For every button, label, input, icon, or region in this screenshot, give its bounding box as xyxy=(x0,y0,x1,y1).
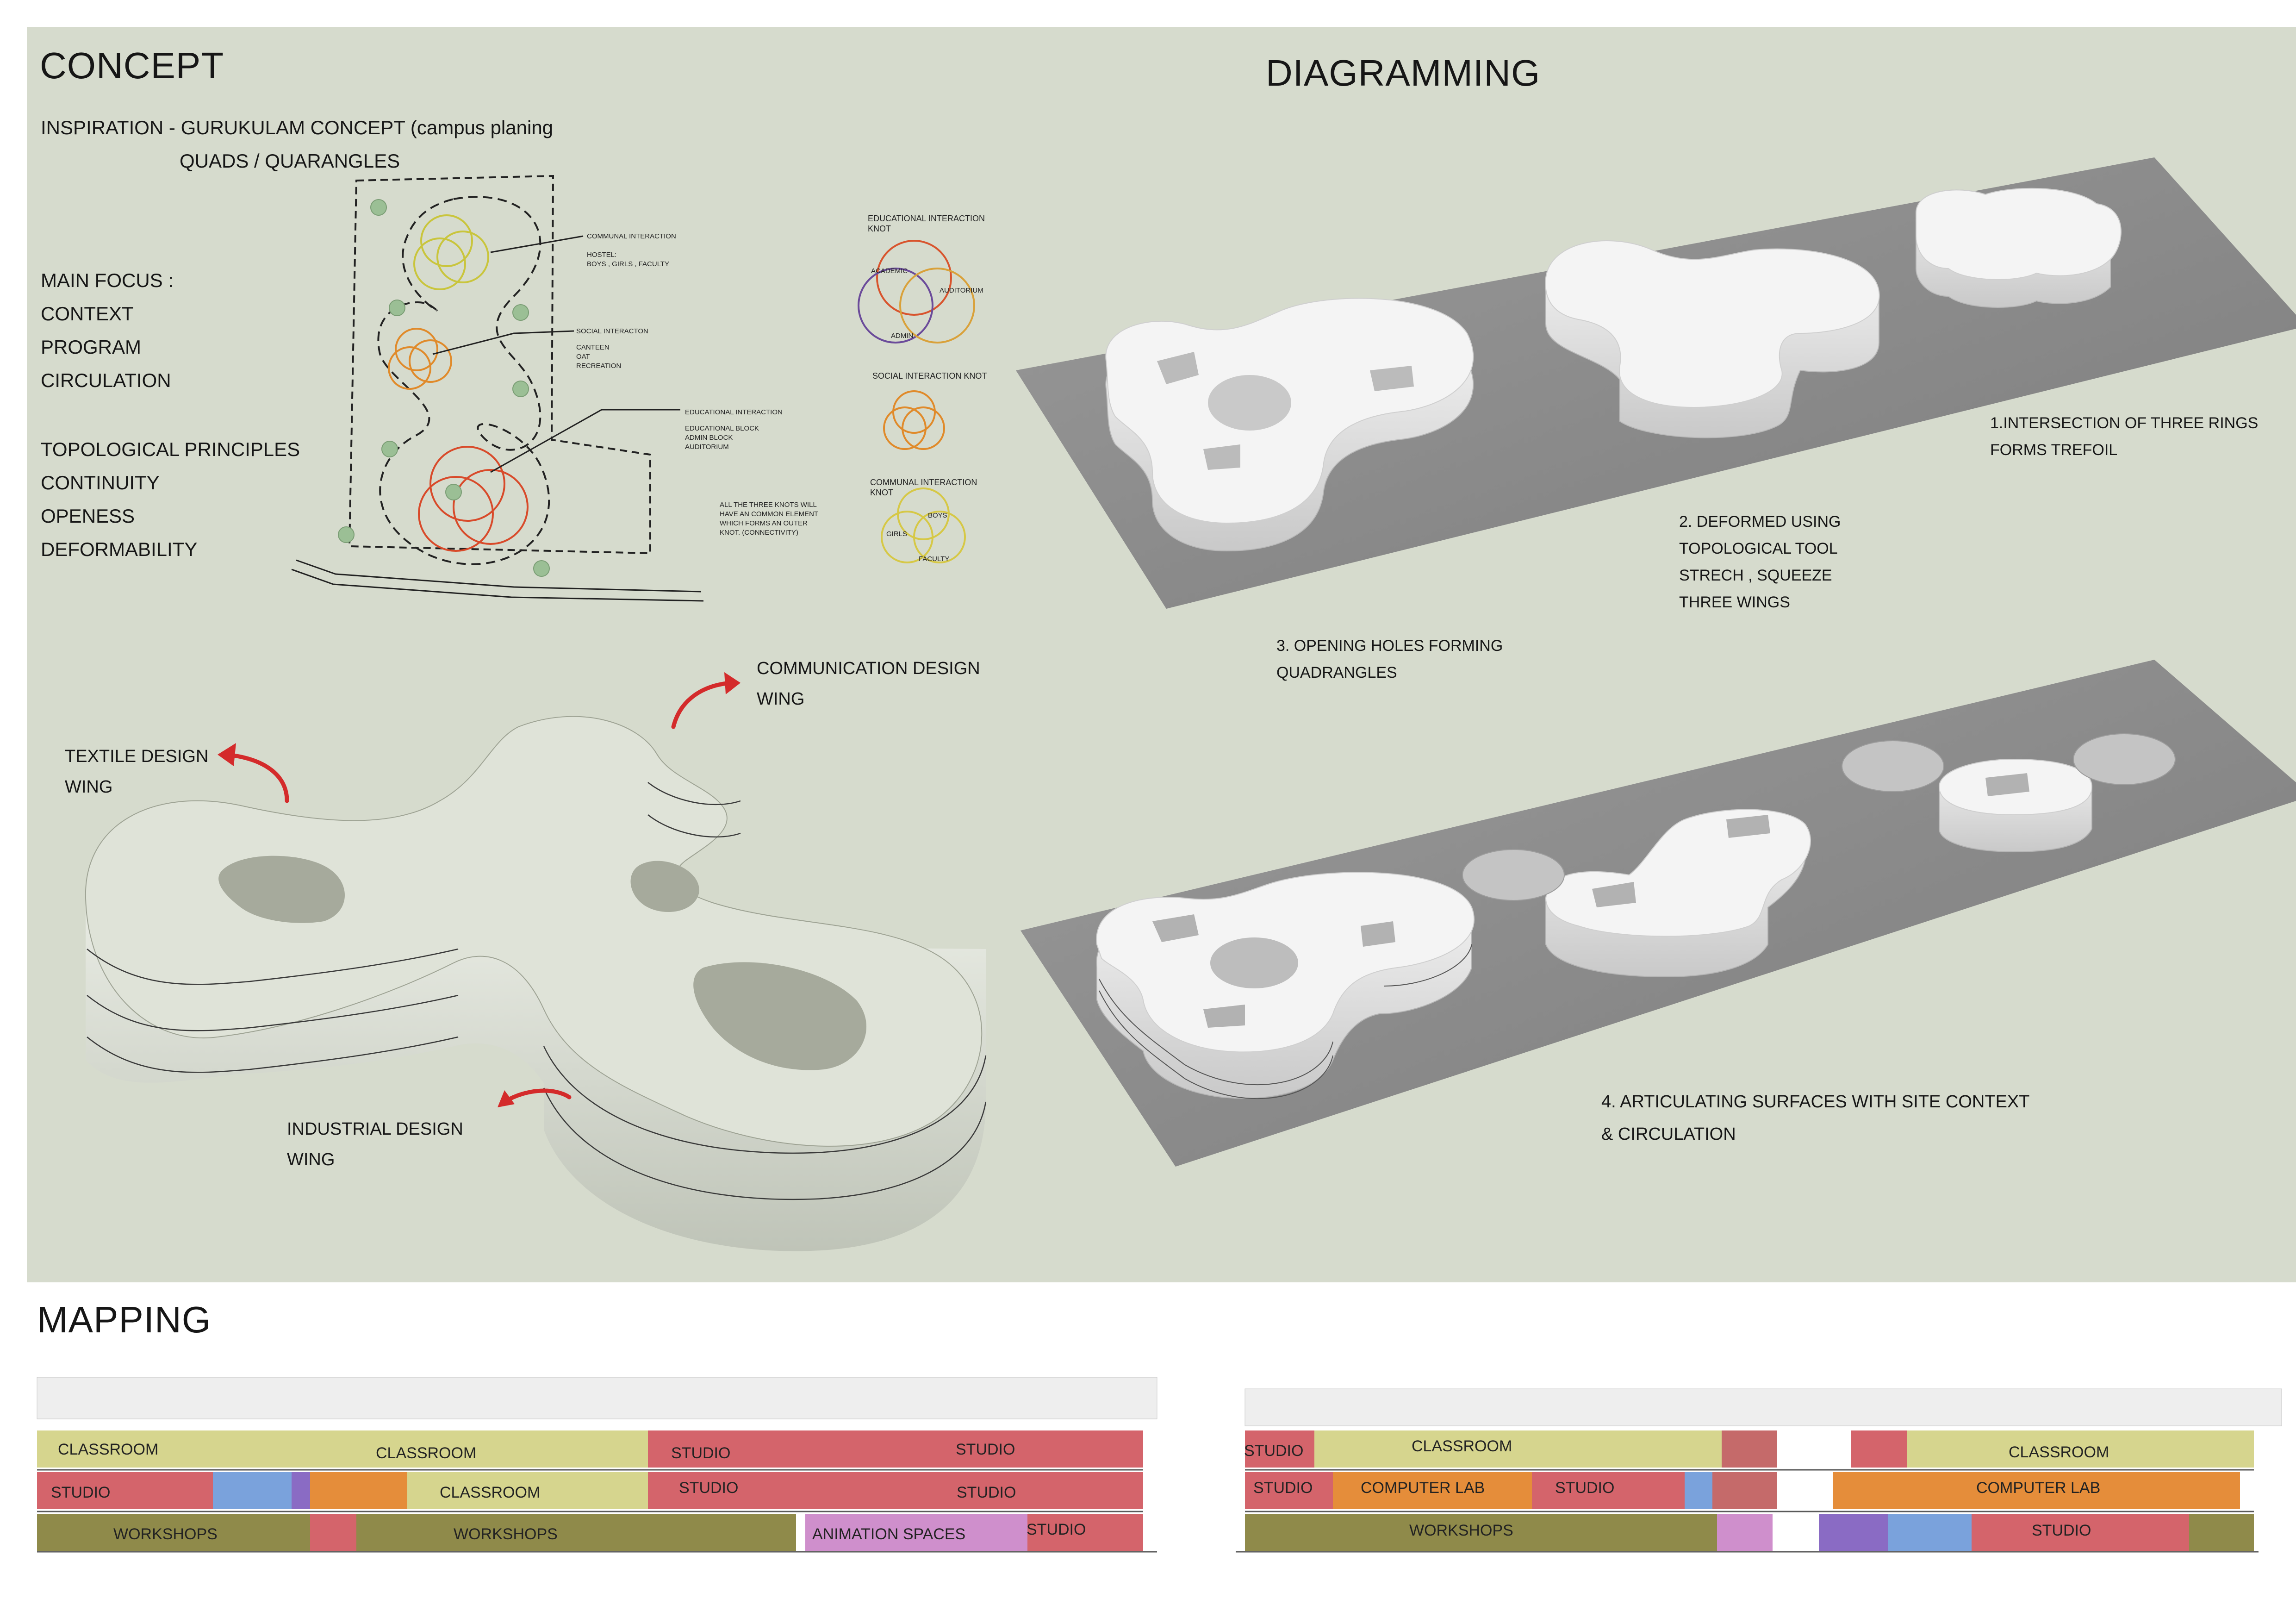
svg-text:ALL THE THREE KNOTS WILL: ALL THE THREE KNOTS WILL xyxy=(720,501,817,509)
svg-text:STUDIO: STUDIO xyxy=(1027,1521,1086,1538)
step-2-caption: 2. DEFORMED USING TOPOLOGICAL TOOL STREC… xyxy=(1679,508,1841,616)
svg-text:RECREATION: RECREATION xyxy=(576,362,621,370)
svg-text:AUDITORIUM: AUDITORIUM xyxy=(685,443,729,451)
svg-text:ADMIN BLOCK: ADMIN BLOCK xyxy=(685,434,733,442)
step-text: TOPOLOGICAL TOOL xyxy=(1679,540,1838,557)
svg-text:STUDIO: STUDIO xyxy=(1555,1479,1614,1497)
wing-label-line: WING xyxy=(287,1150,335,1169)
svg-text:EDUCATIONAL BLOCK: EDUCATIONAL BLOCK xyxy=(685,425,759,432)
svg-text:ACADEMIC: ACADEMIC xyxy=(871,267,908,275)
svg-text:ADMIN: ADMIN xyxy=(891,332,913,340)
svg-text:EDUCATIONAL INTERACTION: EDUCATIONAL INTERACTION xyxy=(685,408,783,416)
principles-list: TOPOLOGICAL PRINCIPLES CONTINUITY OPENES… xyxy=(41,433,300,566)
diagram-plate-bottom xyxy=(1020,660,2296,1167)
wing-label-line: WING xyxy=(757,689,805,709)
svg-text:EDUCATIONAL INTERACTION: EDUCATIONAL INTERACTION xyxy=(868,214,985,223)
diagram-plate-top xyxy=(1016,157,2296,609)
step-3-caption: 3. OPENING HOLES FORMING QUADRANGLES xyxy=(1276,632,1503,686)
svg-text:WHICH FORMS AN OUTER: WHICH FORMS AN OUTER xyxy=(720,519,808,527)
svg-text:KNOT: KNOT xyxy=(870,488,893,497)
svg-text:HOSTEL:: HOSTEL: xyxy=(587,251,616,259)
wing-label-line: COMMUNICATION DESIGN xyxy=(757,659,980,678)
principles-heading: TOPOLOGICAL PRINCIPLES xyxy=(41,438,300,460)
svg-text:COMMUNAL INTERACTION: COMMUNAL INTERACTION xyxy=(587,232,676,240)
wing-label-line: WING xyxy=(65,777,113,797)
focus-item: CIRCULATION xyxy=(41,369,171,391)
inspiration-text: INSPIRATION - GURUKULAM CONCEPT (campus … xyxy=(41,117,554,138)
svg-text:FACULTY: FACULTY xyxy=(919,555,949,563)
svg-text:STUDIO: STUDIO xyxy=(957,1484,1016,1501)
svg-text:OAT: OAT xyxy=(576,353,590,361)
focus-item: PROGRAM xyxy=(41,336,142,358)
svg-text:HAVE AN COMMON ELEMENT: HAVE AN COMMON ELEMENT xyxy=(720,510,818,518)
svg-text:CLASSROOM: CLASSROOM xyxy=(58,1441,158,1458)
principle-item: DEFORMABILITY xyxy=(41,538,198,560)
step-text: QUADRANGLES xyxy=(1276,664,1397,681)
step-text: STRECH , SQUEEZE xyxy=(1679,567,1832,584)
svg-text:STUDIO: STUDIO xyxy=(51,1484,110,1501)
step-4-caption: 4. ARTICULATING SURFACES WITH SITE CONTE… xyxy=(1601,1086,2030,1150)
industrial-wing-label: INDUSTRIAL DESIGN WING xyxy=(287,1116,463,1173)
svg-text:CLASSROOM: CLASSROOM xyxy=(440,1484,540,1501)
mapping-left-labels: CLASSROOM CLASSROOM STUDIO STUDIO STUDIO… xyxy=(51,1441,1086,1543)
knot-diagrams xyxy=(858,240,975,563)
focus-item: CONTEXT xyxy=(41,303,134,325)
svg-text:KNOT: KNOT xyxy=(868,224,891,233)
main-focus-heading: MAIN FOCUS : xyxy=(41,269,174,291)
svg-text:WORKSHOPS: WORKSHOPS xyxy=(113,1525,218,1543)
svg-text:STUDIO: STUDIO xyxy=(671,1444,730,1462)
step-text: THREE WINGS xyxy=(1679,593,1790,611)
svg-text:BOYS: BOYS xyxy=(928,512,947,519)
svg-text:CANTEEN: CANTEEN xyxy=(576,344,610,351)
diagramming-title: DIAGRAMMING xyxy=(1266,52,1541,94)
principle-item: OPENESS xyxy=(41,505,135,527)
svg-text:COMPUTER LAB: COMPUTER LAB xyxy=(1976,1479,2100,1497)
mapping-left-section xyxy=(37,1377,1157,1553)
step-1-caption: 1.INTERSECTION OF THREE RINGS FORMS TREF… xyxy=(1990,410,2258,463)
knot-labels: EDUCATIONAL INTERACTION KNOT ACADEMIC AU… xyxy=(868,214,987,563)
svg-text:CLASSROOM: CLASSROOM xyxy=(1412,1437,1512,1455)
mapping-right-labels: STUDIO CLASSROOM CLASSROOM STUDIO COMPUT… xyxy=(1244,1437,2109,1539)
step-text: 4. ARTICULATING SURFACES WITH SITE CONTE… xyxy=(1601,1092,2030,1112)
step-text: FORMS TREFOIL xyxy=(1990,441,2118,459)
mapping-title: MAPPING xyxy=(37,1299,211,1340)
concept-title: CONCEPT xyxy=(40,45,224,86)
svg-text:AUDITORIUM: AUDITORIUM xyxy=(940,287,983,294)
svg-text:STUDIO: STUDIO xyxy=(2032,1522,2091,1539)
wing-label-line: TEXTILE DESIGN xyxy=(65,747,209,766)
svg-text:STUDIO: STUDIO xyxy=(1253,1479,1313,1497)
svg-text:GIRLS: GIRLS xyxy=(886,530,907,538)
main-focus-list: MAIN FOCUS : CONTEXT PROGRAM CIRCULATION xyxy=(41,264,174,397)
svg-text:CLASSROOM: CLASSROOM xyxy=(376,1444,476,1462)
principle-item: CONTINUITY xyxy=(41,472,160,493)
wing-massing xyxy=(85,672,987,1251)
wing-label-line: INDUSTRIAL DESIGN xyxy=(287,1119,463,1139)
step-text: 3. OPENING HOLES FORMING xyxy=(1276,637,1503,655)
svg-text:SOCIAL INTERACTION KNOT: SOCIAL INTERACTION KNOT xyxy=(872,371,987,381)
step-text: & CIRCULATION xyxy=(1601,1124,1736,1144)
svg-text:STUDIO: STUDIO xyxy=(1244,1442,1303,1460)
step-text: 1.INTERSECTION OF THREE RINGS xyxy=(1990,414,2259,432)
site-plan xyxy=(291,175,704,602)
svg-text:WORKSHOPS: WORKSHOPS xyxy=(454,1525,558,1543)
svg-text:COMMUNAL INTERACTION: COMMUNAL INTERACTION xyxy=(870,478,977,487)
site-plan-labels: COMMUNAL INTERACTION HOSTEL: BOYS , GIRL… xyxy=(576,232,818,537)
svg-text:COMPUTER LAB: COMPUTER LAB xyxy=(1361,1479,1485,1497)
svg-text:STUDIO: STUDIO xyxy=(956,1441,1015,1458)
mapping-right-section xyxy=(1236,1388,2282,1553)
svg-text:KNOT. (CONNECTIVITY): KNOT. (CONNECTIVITY) xyxy=(720,529,798,537)
svg-text:BOYS , GIRLS , FACULTY: BOYS , GIRLS , FACULTY xyxy=(587,260,669,268)
svg-text:CLASSROOM: CLASSROOM xyxy=(2009,1443,2109,1461)
textile-wing-label: TEXTILE DESIGN WING xyxy=(65,743,208,800)
svg-text:ANIMATION SPACES: ANIMATION SPACES xyxy=(812,1525,965,1543)
quads-text: QUADS / QUARANGLES xyxy=(180,150,400,172)
svg-text:STUDIO: STUDIO xyxy=(679,1479,738,1497)
communication-wing-label: COMMUNICATION DESIGN WING xyxy=(757,655,980,712)
svg-text:WORKSHOPS: WORKSHOPS xyxy=(1409,1522,1513,1539)
svg-text:SOCIAL INTERACTON: SOCIAL INTERACTON xyxy=(576,327,648,335)
step-text: 2. DEFORMED USING xyxy=(1679,513,1841,531)
